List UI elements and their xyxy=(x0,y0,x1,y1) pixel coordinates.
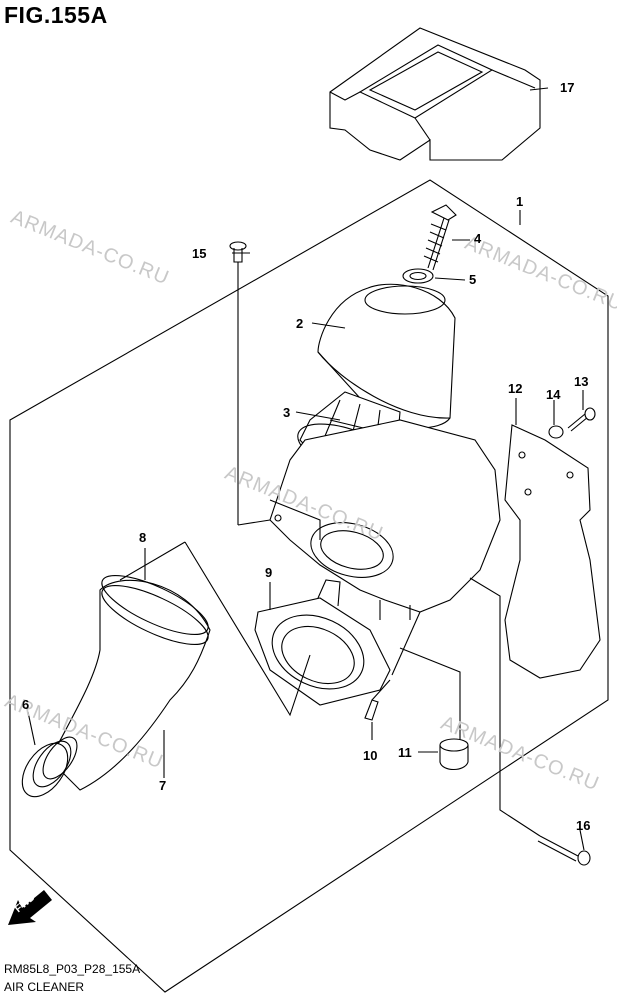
part-10-screw xyxy=(364,699,379,721)
callout-15: 15 xyxy=(192,246,207,261)
callout-5: 5 xyxy=(469,272,477,287)
part-17-cover xyxy=(329,27,541,161)
callout-4: 4 xyxy=(474,231,482,246)
fwd-arrow xyxy=(8,890,52,925)
callout-2: 2 xyxy=(296,316,304,331)
callout-7: 7 xyxy=(159,778,167,793)
part-1-air-box xyxy=(269,419,501,620)
footer-code: RM85L8_P03_P28_155A xyxy=(4,962,141,976)
assembly-outline xyxy=(9,179,609,993)
part-12-boot xyxy=(504,424,601,679)
callout-12: 12 xyxy=(508,381,523,396)
callout-10: 10 xyxy=(363,748,378,763)
callout-9: 9 xyxy=(265,565,273,580)
callout-14: 14 xyxy=(546,387,561,402)
part-5-washer xyxy=(402,268,434,284)
part-4-wing-bolt xyxy=(423,204,457,271)
part-9-flange xyxy=(254,579,391,706)
callout-13: 13 xyxy=(574,374,589,389)
figure-title: FIG.155A xyxy=(4,2,108,28)
callout-1: 1 xyxy=(516,194,524,209)
part-16-bolt xyxy=(537,835,591,866)
callout-3: 3 xyxy=(283,405,291,420)
part-7-intake-tube xyxy=(21,575,211,798)
callout-16: 16 xyxy=(576,818,591,833)
part-11-plug xyxy=(439,738,469,771)
callout-8: 8 xyxy=(139,530,147,545)
callout-11: 11 xyxy=(398,745,412,760)
callout-6: 6 xyxy=(22,697,30,712)
footer-name: AIR CLEANER xyxy=(4,980,85,994)
part-15-screw xyxy=(229,241,247,263)
callout-17: 17 xyxy=(560,80,575,95)
part-13-bolt xyxy=(567,407,596,432)
part-14-nut xyxy=(548,425,564,439)
